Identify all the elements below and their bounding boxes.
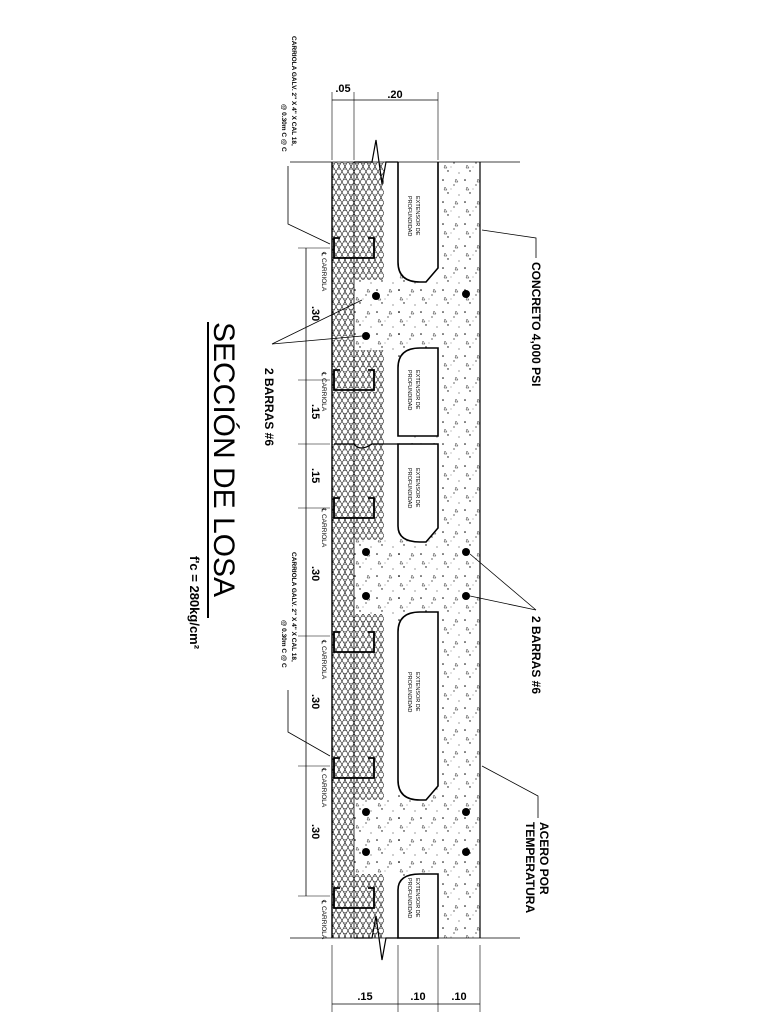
page-title: SECCIÓN DE LOSA	[207, 322, 240, 597]
leader-acero	[481, 765, 539, 818]
page-subtitle: f'c = 280kg/cm²	[187, 556, 202, 650]
void-block-1	[397, 162, 439, 283]
rebar-6	[362, 848, 370, 856]
carriola-mid-line2: @ 0.30m C @ C	[280, 620, 287, 668]
hex-web-4	[354, 874, 384, 938]
dim-left-3: .15	[309, 468, 321, 483]
dim-left-6: .30	[309, 824, 321, 839]
dim-left-1: .30	[309, 306, 321, 321]
block-3-label-2: PROFUNDIDAD	[406, 468, 412, 508]
hex-web-3	[354, 614, 384, 800]
void-block-5	[397, 873, 439, 939]
acero-label-1: ACERO POR	[537, 822, 551, 895]
carriola-3	[333, 497, 375, 519]
acero-label-2: TEMPERATURA	[523, 822, 537, 913]
void-block-2	[397, 347, 439, 437]
eje-carriola-6: ℄ CARRIOLA	[320, 899, 327, 940]
carriola-top-line1: CARRIOLA GALV. 2" X 4" X CAL 18,	[290, 36, 297, 146]
hex-web-1	[354, 162, 384, 280]
rib-2	[354, 540, 400, 614]
concreto-callout: CONCRETO 4,000 PSI	[481, 229, 543, 387]
barras-left-callout: 2 BARRAS #6	[262, 299, 363, 446]
eje-carriola-4: ℄ CARRIOLA	[320, 639, 327, 680]
block-2-label-1: EXTENSOR DE	[414, 370, 420, 410]
dim-left-4: .30	[309, 566, 321, 581]
eje-carriola-3: ℄ CARRIOLA	[320, 507, 327, 548]
hex-fill-band	[332, 162, 354, 938]
carriola-5	[333, 757, 375, 779]
top-dimensions: .05 .20	[331, 83, 439, 160]
rebar-5	[362, 808, 370, 816]
block-1-label-1: EXTENSOR DE	[414, 196, 420, 236]
left-dimensions: .30 .15 .15 .30 .30 .30	[298, 247, 330, 897]
title-block: SECCIÓN DE LOSA f'c = 280kg/cm²	[187, 322, 240, 650]
rebar-4	[362, 592, 370, 600]
bottom-dimensions: .15 .10 .10	[331, 945, 481, 1012]
leader-barras-right-2	[469, 595, 537, 611]
dim-left-5: .30	[309, 694, 321, 709]
block-3-label-1: EXTENSOR DE	[414, 468, 420, 508]
temp-bar-4	[462, 808, 470, 816]
block-4-label-2: PROFUNDIDAD	[406, 672, 412, 712]
eje-carriola-2: ℄ CARRIOLA	[320, 371, 327, 412]
temp-bar-1	[462, 290, 470, 298]
dim-top-005: .05	[335, 83, 350, 95]
eje-carriola-5: ℄ CARRIOLA	[320, 767, 327, 808]
joint-line	[334, 443, 398, 449]
leader-barras-left-1	[271, 299, 363, 345]
carriola-profiles	[333, 237, 375, 909]
barras-right-callout: 2 BARRAS #6	[469, 553, 543, 694]
block-1-label-2: PROFUNDIDAD	[406, 196, 412, 236]
void-block-3	[397, 443, 439, 543]
rib-3	[354, 800, 400, 874]
carriola-mid-line1: CARRIOLA GALV. 2" X 4" X CAL 18,	[290, 552, 297, 662]
dim-bottom-015: .15	[357, 991, 372, 1003]
block-labels: EXTENSOR DE PROFUNDIDAD EXTENSOR DE PROF…	[406, 196, 420, 918]
temp-bar-5	[462, 848, 470, 856]
acero-callout: ACERO POR TEMPERATURA	[481, 765, 551, 913]
carriola-1	[333, 237, 375, 259]
joist-group	[354, 280, 400, 874]
leader-carriola-mid	[287, 690, 331, 757]
concreto-label: CONCRETO 4,000 PSI	[529, 262, 543, 387]
dim-top-020: .20	[387, 89, 402, 101]
leader-carriola-top	[287, 166, 331, 245]
block-5-label-2: PROFUNDIDAD	[406, 878, 412, 918]
rib-1	[354, 280, 400, 350]
void-blocks	[397, 162, 439, 939]
carriola-axis-labels: ℄ CARRIOLA ℄ CARRIOLA ℄ CARRIOLA ℄ CARRI…	[320, 251, 327, 940]
block-4-label-1: EXTENSOR DE	[414, 672, 420, 712]
barras-left-label: 2 BARRAS #6	[262, 368, 276, 446]
void-block-4	[397, 611, 439, 801]
carriola-2	[333, 369, 375, 391]
barras-right-label: 2 BARRAS #6	[529, 616, 543, 694]
carriola-top-line2: @ 0.30m C @ C	[280, 104, 287, 152]
dim-bottom-010b: .10	[451, 991, 466, 1003]
block-2-label-2: PROFUNDIDAD	[406, 370, 412, 410]
rebar-2	[362, 332, 370, 340]
carriola-6	[333, 887, 375, 909]
leader-concreto	[481, 229, 537, 258]
carriola-note-top: CARRIOLA GALV. 2" X 4" X CAL 18, @ 0.30m…	[280, 36, 331, 245]
rebar-1	[372, 292, 380, 300]
leader-barras-left-2	[271, 335, 363, 345]
leader-barras-right-1	[469, 553, 537, 611]
rebar-dots	[362, 290, 470, 856]
dim-left-2: .15	[309, 404, 321, 419]
dim-bottom-010a: .10	[410, 991, 425, 1003]
temp-bar-3	[462, 592, 470, 600]
eje-carriola-1: ℄ CARRIOLA	[320, 251, 327, 292]
hex-web-2	[354, 350, 384, 540]
rebar-3	[362, 548, 370, 556]
block-5-label-1: EXTENSOR DE	[414, 878, 420, 918]
carriola-4	[333, 631, 375, 653]
carriola-note-mid: CARRIOLA GALV. 2" X 4" X CAL 18, @ 0.30m…	[280, 552, 331, 757]
temp-bar-2	[462, 548, 470, 556]
